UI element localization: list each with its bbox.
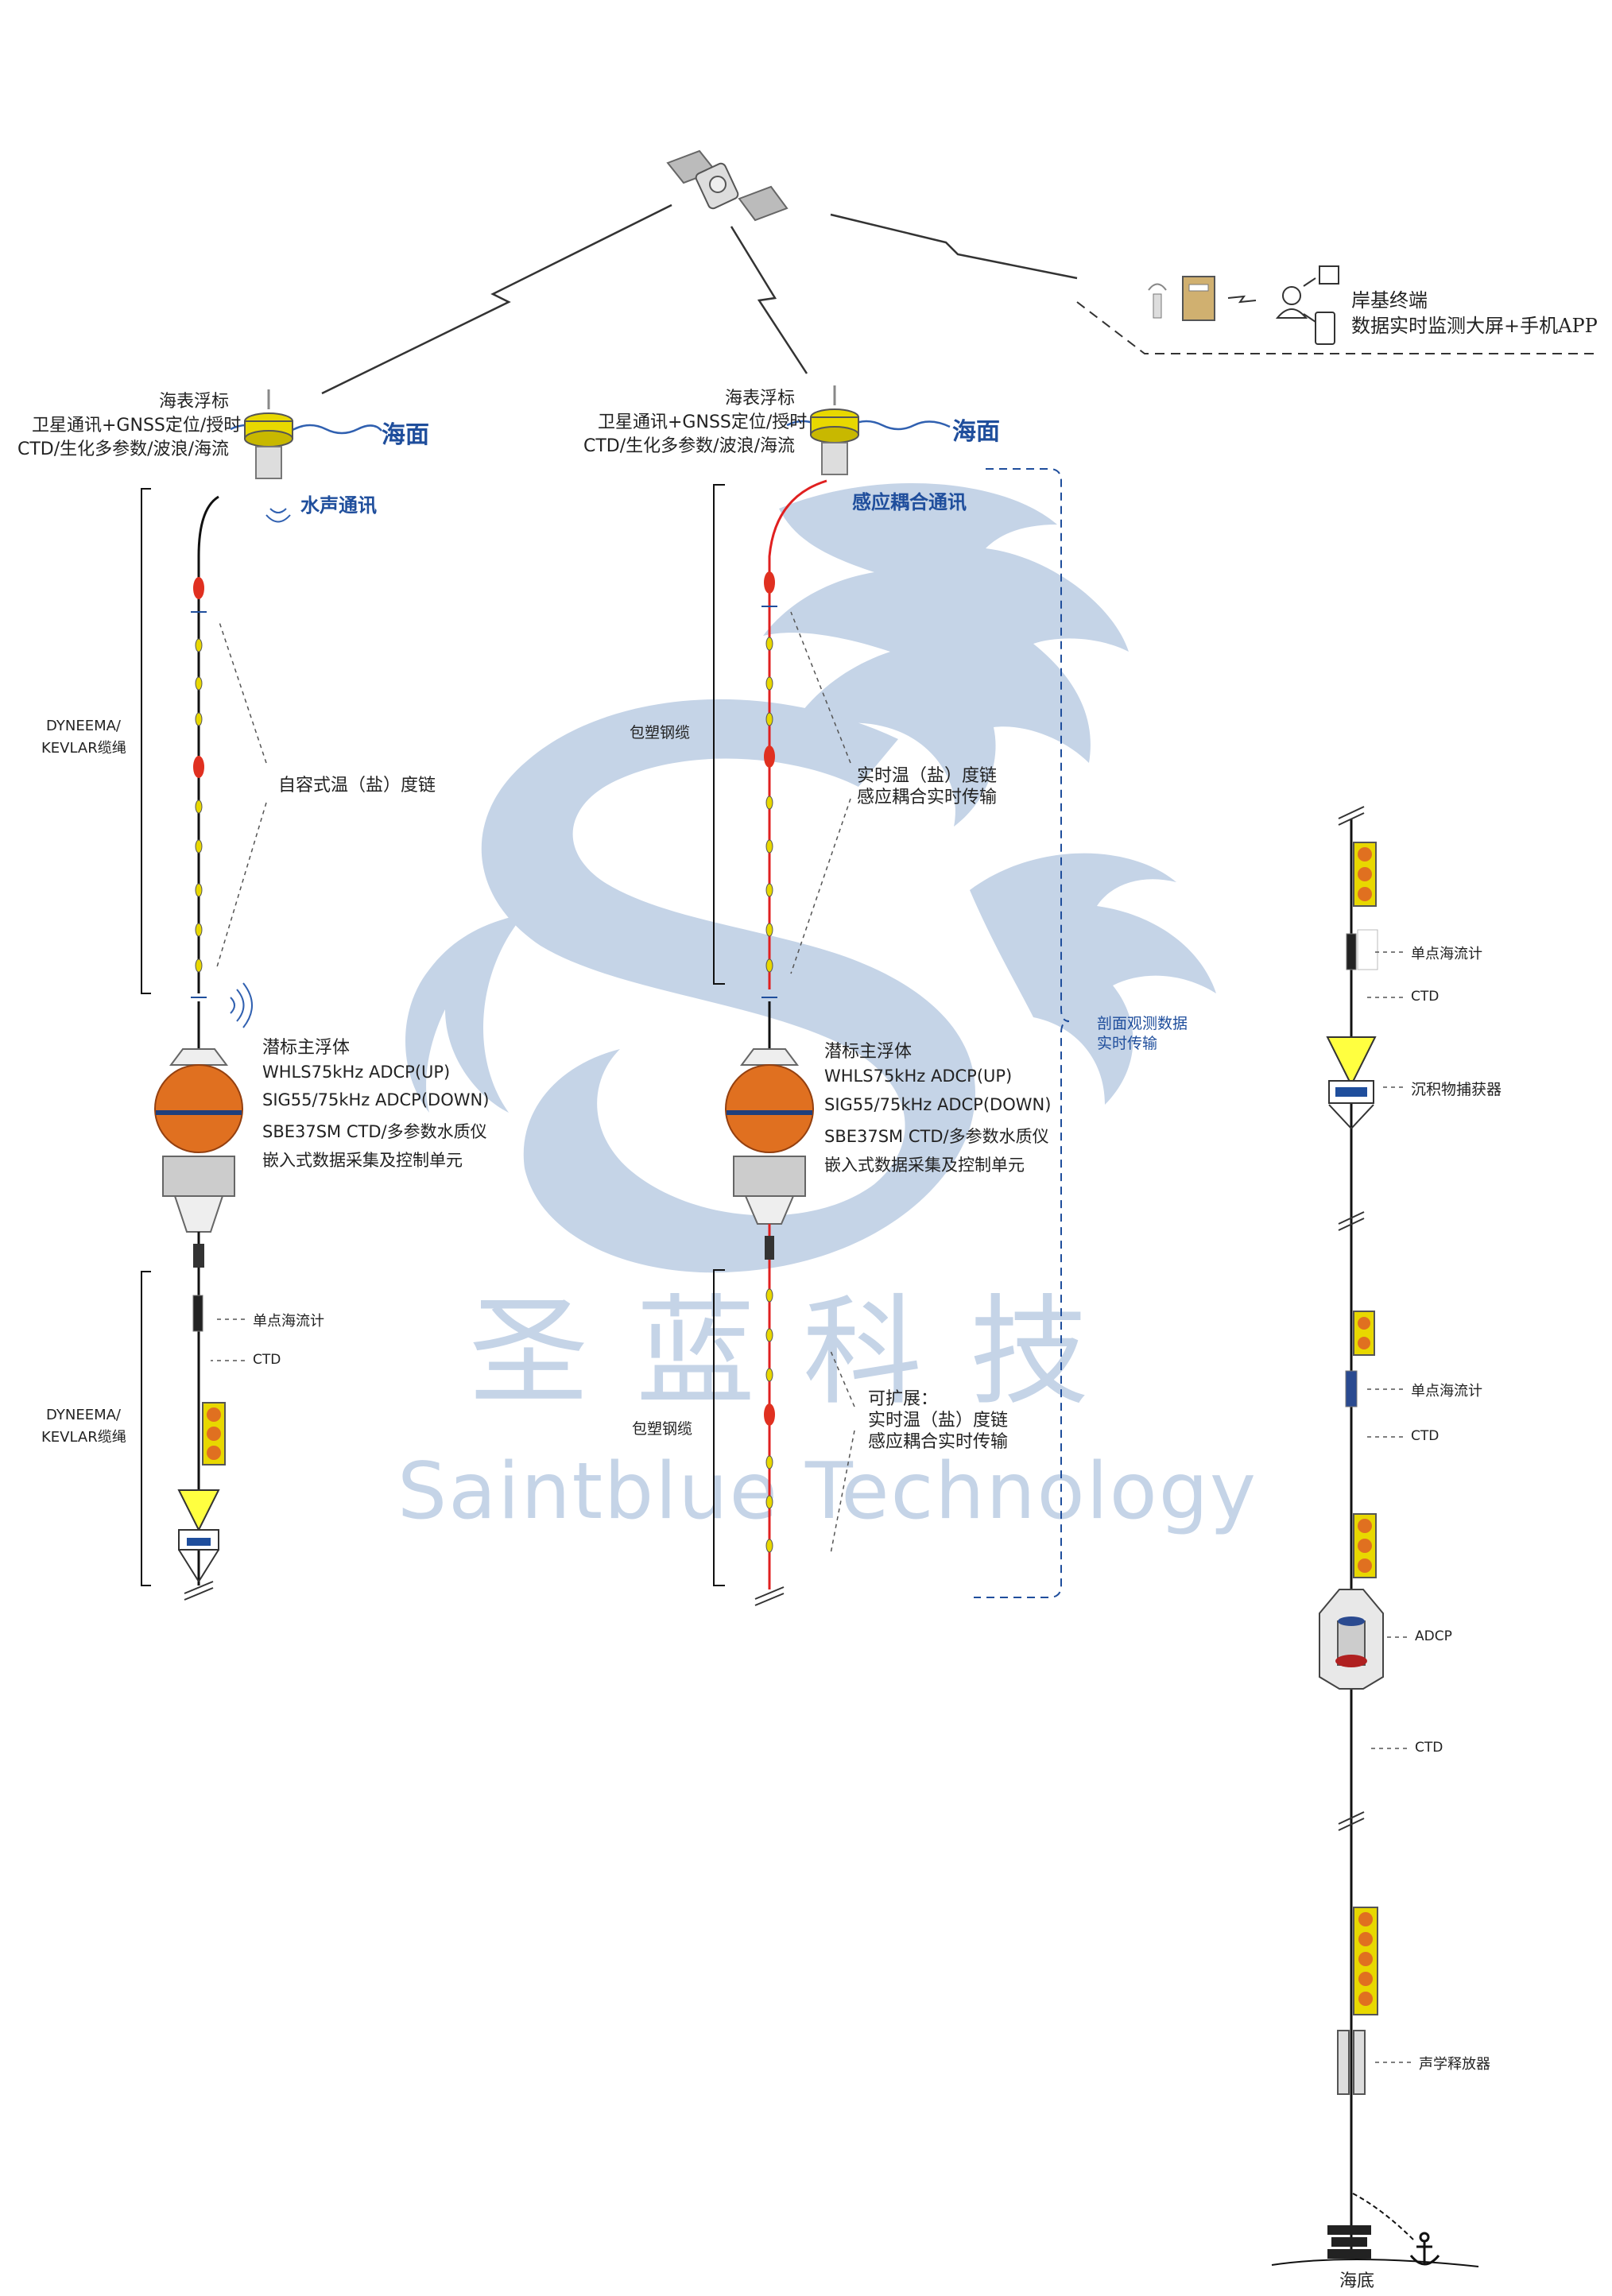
m1-rope-lower-1: DYNEEMA/	[46, 1407, 121, 1423]
surface-buoy-1	[244, 389, 293, 479]
float-2b	[764, 745, 775, 768]
m3-ctd-3: CTD	[1415, 1740, 1443, 1756]
float-2a	[764, 571, 775, 594]
anchor-icon	[1409, 2232, 1440, 2266]
main-float-1	[154, 1001, 243, 1233]
surface-buoy-2	[810, 385, 859, 475]
server-icon	[1182, 276, 1215, 321]
m3-sediment-trap: 沉积物捕获器	[1411, 1081, 1502, 1098]
m2-float-l4: 嵌入式数据采集及控制单元	[824, 1156, 1025, 1175]
m3-ctd-2: CTD	[1411, 1428, 1440, 1444]
m1-current-meter: 单点海流计	[253, 1313, 324, 1330]
shore-frame	[1076, 301, 1598, 354]
m2-profile-l1: 剖面观测数据	[1097, 1015, 1188, 1032]
m2-ext-l3: 感应耦合实时传输	[868, 1432, 1009, 1452]
m1-rope-upper-1: DYNEEMA/	[46, 718, 121, 734]
link-sat-buoy2	[730, 226, 808, 374]
m2-float-l2: SIG55/75kHz ADCP(DOWN)	[824, 1095, 1052, 1114]
m1-sea-surface: 海面	[382, 421, 429, 449]
m1-buoy-line2: CTD/生化多参数/波浪/海流	[17, 439, 229, 459]
m3-release: 声学释放器	[1419, 2056, 1490, 2073]
m2-sea-surface: 海面	[952, 418, 1000, 446]
m1-float-l2: SIG55/75kHz ADCP(DOWN)	[262, 1090, 490, 1109]
m2-buoy-line1: 卫星通讯+GNSS定位/授时	[598, 412, 808, 432]
m1-float-l4: 嵌入式数据采集及控制单元	[262, 1151, 463, 1170]
m2-chain-l1: 实时温（盐）度链	[857, 766, 998, 786]
m3-adcp: ADCP	[1415, 1628, 1452, 1644]
link-sat-buoy1	[321, 203, 672, 395]
satellite-icon	[666, 149, 789, 222]
m2-chain-l2: 感应耦合实时传输	[857, 788, 998, 807]
m2-ext-l2: 实时温（盐）度链	[868, 1411, 1009, 1431]
watermark-cn: 圣蓝科技	[469, 1284, 1137, 1422]
m2-comm: 感应耦合通讯	[852, 491, 967, 513]
m1-buoy-line1: 卫星通讯+GNSS定位/授时	[32, 416, 242, 436]
user-icon	[1275, 286, 1308, 319]
m1-rope-upper-2: KEVLAR缆绳	[41, 740, 126, 757]
m2-buoy-title: 海表浮标	[725, 389, 796, 408]
m3-current-meter-2: 单点海流计	[1411, 1383, 1482, 1400]
m2-cable-upper: 包塑钢缆	[630, 724, 691, 741]
m2-float-l1: WHLS75kHz ADCP(UP)	[824, 1067, 1013, 1086]
m2-float-l3: SBE37SM CTD/多参数水质仪	[824, 1127, 1049, 1146]
float-1b	[193, 756, 204, 778]
m2-cable-lower: 包塑钢缆	[632, 1420, 693, 1438]
shore-subtitle: 数据实时监测大屏+手机APP	[1351, 315, 1598, 337]
m1-buoy-title: 海表浮标	[159, 392, 230, 412]
main-float-2	[725, 1001, 814, 1225]
m1-float-title: 潜标主浮体	[262, 1038, 351, 1058]
m3-ctd-1: CTD	[1411, 989, 1440, 1005]
m3-current-meter-1: 单点海流计	[1411, 946, 1482, 962]
antenna-icon	[1148, 283, 1167, 319]
m1-comm: 水声通讯	[300, 494, 377, 517]
link-sat-shore	[830, 213, 1078, 280]
m2-ext-l1: 可扩展：	[868, 1389, 939, 1409]
m1-chain-label: 自容式温（盐）度链	[278, 776, 436, 796]
m2-float-title: 潜标主浮体	[824, 1042, 913, 1062]
m3-seabed: 海底	[1339, 2271, 1375, 2291]
monitor-icon	[1319, 265, 1339, 285]
m2-profile-l2: 实时传输	[1097, 1035, 1158, 1052]
m1-float-l3: SBE37SM CTD/多参数水质仪	[262, 1122, 487, 1141]
m1-ctd: CTD	[253, 1352, 281, 1368]
shore-title: 岸基终端	[1351, 289, 1428, 312]
m2-buoy-line2: CTD/生化多参数/波浪/海流	[583, 436, 795, 456]
watermark-en: Saintblue Technology	[397, 1446, 1257, 1537]
float-1a	[193, 577, 204, 599]
m1-rope-lower-2: KEVLAR缆绳	[41, 1429, 126, 1446]
m1-float-l1: WHLS75kHz ADCP(UP)	[262, 1063, 451, 1082]
phone-icon	[1315, 312, 1335, 345]
